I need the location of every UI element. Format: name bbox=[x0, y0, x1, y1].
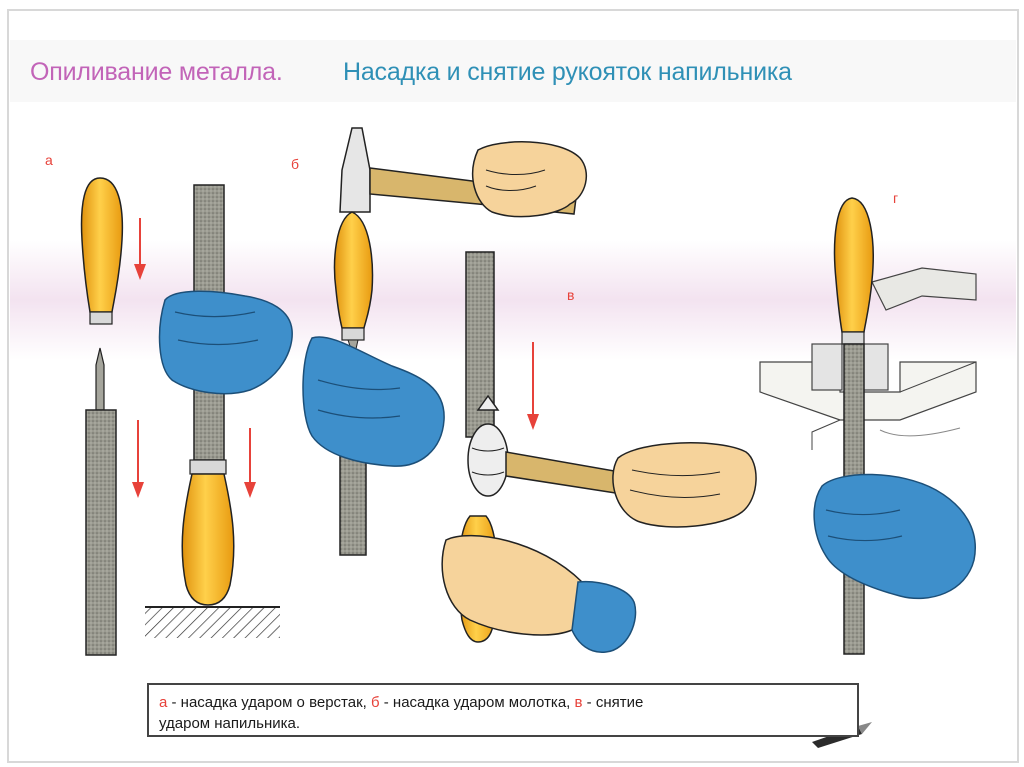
hand-b bbox=[473, 142, 587, 217]
vise-jaw-left bbox=[812, 344, 842, 390]
label-b: б bbox=[291, 156, 299, 172]
title-subject: Насадка и снятие рукояток напильника bbox=[343, 58, 792, 87]
caption-text-v: - снятие bbox=[582, 694, 643, 711]
handle-g bbox=[835, 198, 874, 332]
label-a: а bbox=[45, 152, 53, 168]
ferrule-a1 bbox=[90, 312, 112, 324]
handle-a1 bbox=[82, 178, 123, 312]
label-v: в bbox=[567, 287, 574, 303]
handle-a2 bbox=[182, 474, 234, 605]
hammer-head-v bbox=[468, 424, 508, 496]
caption-text-b: - насадка ударом молотка, bbox=[380, 694, 575, 711]
label-g: г bbox=[893, 190, 898, 206]
caption: а - насадка ударом о верстак, б - насадк… bbox=[147, 683, 859, 737]
ferrule-a2 bbox=[190, 460, 226, 474]
title-topic: Опиливание металла. bbox=[30, 58, 283, 87]
ferrule-g bbox=[842, 332, 864, 344]
caption-text-a: - насадка ударом о верстак, bbox=[167, 694, 371, 711]
ferrule-b bbox=[342, 328, 364, 340]
bench-hatch bbox=[145, 608, 280, 638]
file-tang-a bbox=[96, 348, 104, 410]
caption-line2: ударом напильника. bbox=[159, 715, 300, 732]
file-a bbox=[86, 410, 116, 655]
caption-letter-b: б bbox=[371, 694, 380, 711]
hand-v1 bbox=[613, 443, 756, 527]
